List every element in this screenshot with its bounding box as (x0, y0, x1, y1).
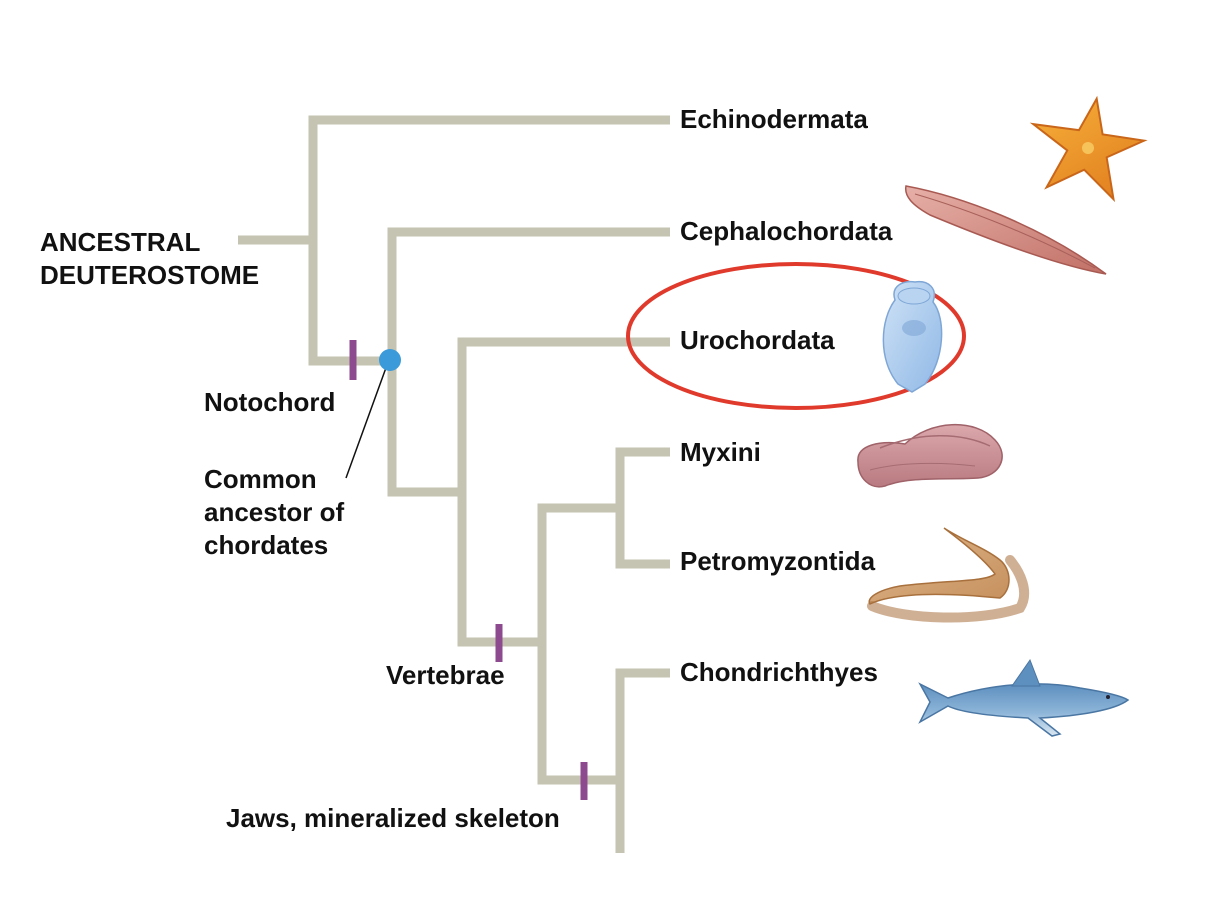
taxon-petromyzontida: Petromyzontida (680, 546, 876, 576)
starfish-icon (1029, 95, 1148, 203)
trait-notochord-label: Notochord (204, 387, 336, 417)
taxon-chondrichthyes: Chondrichthyes (680, 657, 878, 687)
taxon-urochordata: Urochordata (680, 325, 835, 355)
taxon-echinodermata: Echinodermata (680, 104, 868, 134)
root-label-line2: DEUTEROSTOME (40, 260, 260, 290)
common-ancestor-node (379, 349, 401, 371)
common-ancestor-pointer (345, 364, 388, 479)
node-label-line3: chordates (204, 530, 329, 560)
node-label-line1: Common (204, 464, 317, 494)
lancelet-icon (904, 185, 1107, 275)
taxon-cephalochordata: Cephalochordata (680, 216, 893, 246)
lamprey-icon (867, 527, 1030, 623)
branch-myxini (615, 447, 670, 569)
shark-icon (918, 658, 1130, 737)
root-label-line1: ANCESTRAL (40, 227, 201, 257)
branch-chondrichthyes (615, 668, 670, 853)
node-label-line2: ancestor of (204, 497, 345, 527)
tunicate-icon (882, 280, 943, 393)
urochordata-highlight-ellipse (626, 262, 966, 410)
trait-jaws-label: Jaws, mineralized skeleton (226, 803, 560, 833)
branch-vertebrates (537, 503, 620, 785)
taxon-myxini: Myxini (680, 437, 761, 467)
trait-vertebrae-label: Vertebrae (386, 660, 505, 690)
branch-echinodermata (308, 115, 670, 366)
branch-urochordata (457, 337, 670, 647)
hagfish-icon (857, 423, 1003, 488)
